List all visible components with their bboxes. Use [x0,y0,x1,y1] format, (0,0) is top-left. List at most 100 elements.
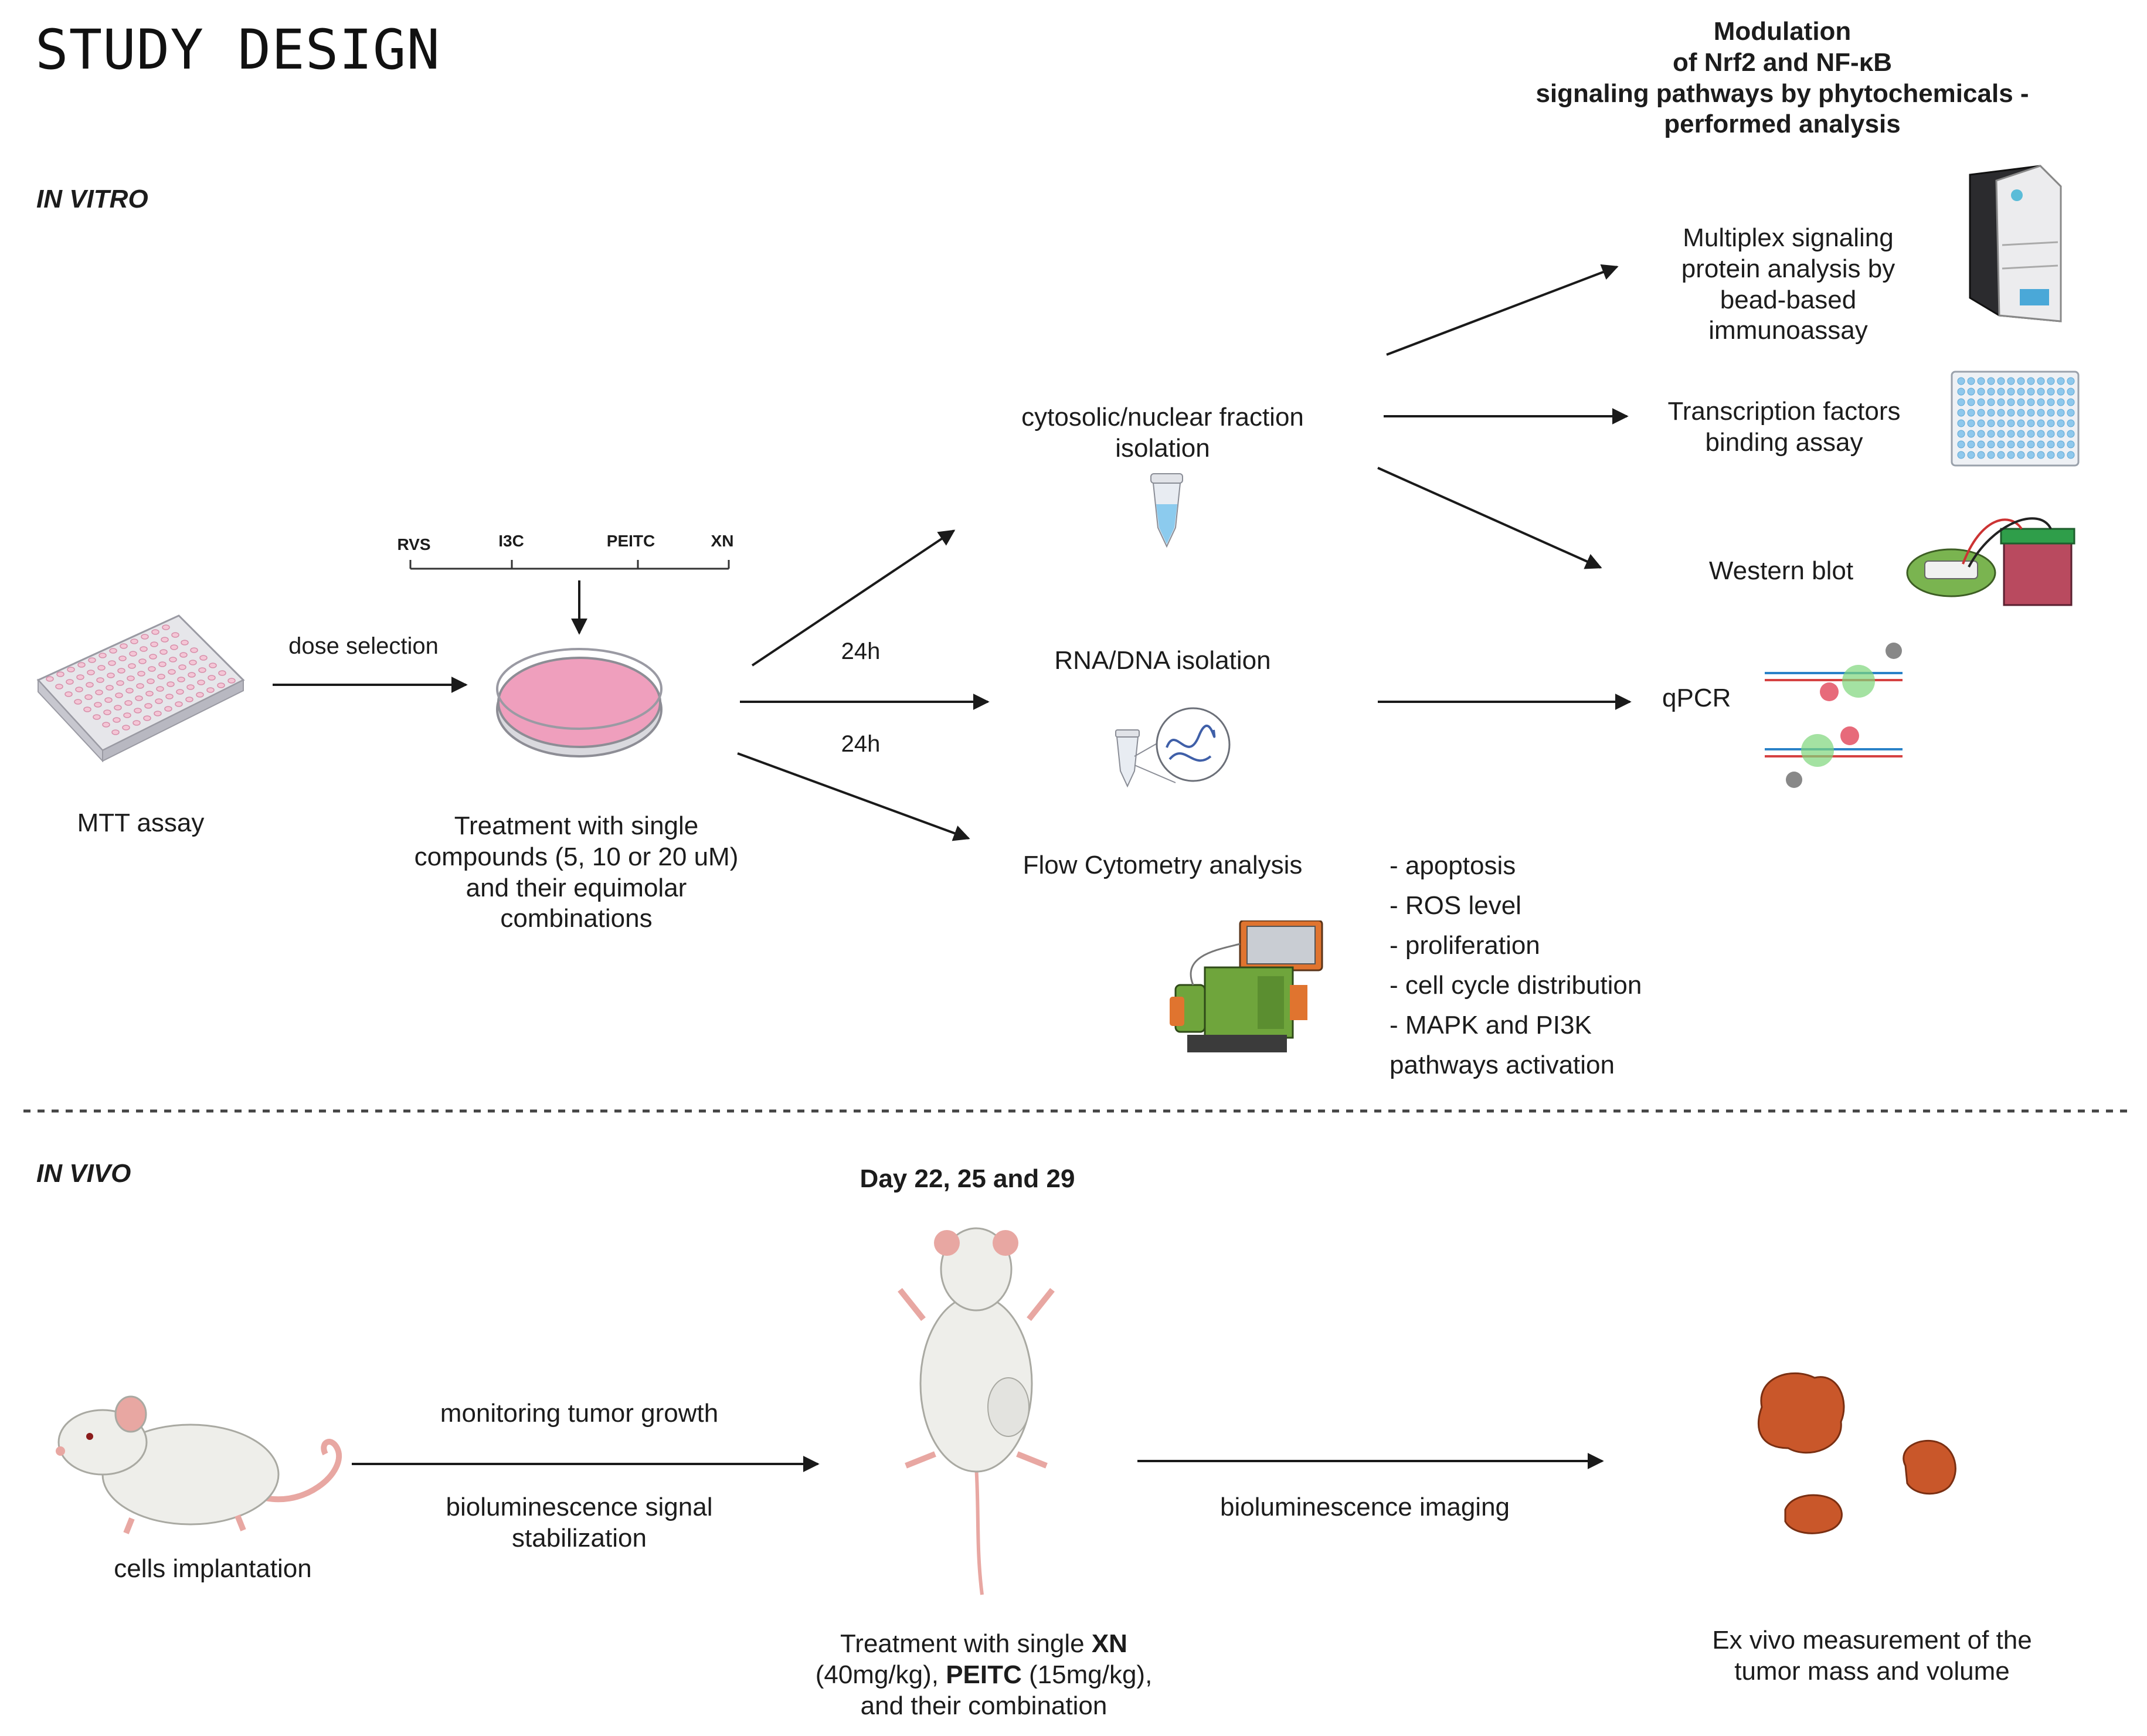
plate-well [2067,377,2075,385]
plate-well [2047,377,2055,385]
plate-well [2027,440,2035,449]
flow-readout-item: - apoptosis [1390,851,1516,880]
plate-well [120,643,128,649]
flow-cytometer-icon [1170,920,1323,1052]
plate-well [2007,377,2015,385]
stabilization-line: bioluminescence signal [446,1493,713,1521]
plate-well [206,687,215,693]
plate-well [2037,377,2045,385]
plate-well [2007,419,2015,427]
plate-well [1977,409,1985,417]
plate-well [2027,398,2035,406]
well-plate-icon [36,614,245,762]
plate-well [95,689,103,695]
plate-well [217,682,225,688]
plate-well [2037,440,2045,449]
plate-well [2027,419,2035,427]
plate-well [2037,451,2045,459]
plate-well [97,665,106,671]
fraction-line: cytosolic/nuclear fraction [1021,403,1304,432]
dna-isolation-icon [1115,707,1231,788]
plate-well [1977,398,1985,406]
plate-well [2067,430,2075,438]
time-label: 24h [841,731,881,757]
days-label: Day 22, 25 and 29 [860,1164,1075,1193]
qpcr-label: qPCR [1662,684,1731,712]
plate-well [2027,430,2035,438]
analysis-header-line: Modulation [1713,17,1852,46]
plate-well [134,708,142,714]
plate-well [122,725,130,731]
plate-well [2017,419,2025,427]
stabilization-line: stabilization [512,1523,647,1552]
compound-label: XN [711,532,734,550]
plate-well [168,669,176,675]
plate-well [113,717,121,723]
fraction-line: isolation [1115,433,1210,463]
plate-well [164,706,172,712]
plate-well [2037,409,2045,417]
diagram-title: STUDY DESIGN [35,18,441,82]
analysis-header: Modulation of Nrf2 and NF-κB signaling p… [1535,16,2029,140]
plate-well [2017,440,2025,449]
plate-well [1957,440,1965,449]
ex-vivo-label: Ex vivo measurement of the tumor mass an… [1712,1625,2032,1687]
transcription-line: binding assay [1705,427,1863,457]
plate-well [1987,451,1995,459]
arrow-to-multiplex [1386,264,1619,356]
section-in-vitro: IN VITRO [36,185,148,213]
plate-well [1957,430,1965,438]
dose-selection-label: dose selection [288,633,439,659]
plate-well [178,664,186,670]
plate-well [2037,388,2045,396]
plate-well [108,660,116,666]
plate-well [1977,430,1985,438]
plate-well [1987,430,1995,438]
western-blot-label: Western blot [1708,556,1854,585]
analysis-header-line: signaling pathways by phytochemicals - [1535,79,2029,108]
plate-well [1997,388,2005,396]
plate-well [1957,409,1965,417]
plate-well [144,703,152,709]
plate-well [2057,430,2065,438]
rna-dna-isolation-label: RNA/DNA isolation [1054,646,1271,675]
plate-well [169,657,177,663]
plate-well [176,689,184,695]
plate-well [145,691,154,697]
ex-vivo-line: tumor mass and volume [1734,1656,2010,1686]
plate-well [2007,398,2015,406]
plate-well [185,697,193,702]
plate-well [190,647,198,653]
plate-well [124,700,133,706]
plate-well [115,692,123,698]
plate-well [198,667,206,673]
plate-well [106,685,114,691]
plate-well [2007,430,2015,438]
plate-well [1967,388,1975,396]
transcription-line: Transcription factors [1667,397,1901,426]
plate-well [196,692,204,698]
plate-well [151,629,159,635]
plate-well [143,715,151,721]
plate-well [1997,377,2005,385]
analysis-header-line: performed analysis [1664,110,1901,139]
plate-well [1997,398,2005,406]
flow-readout-item: pathways activation [1390,1051,1615,1079]
plate-well [77,662,86,668]
in-vivo-treatment-label: Treatment with single XN (40mg/kg), PEIT… [816,1629,1153,1721]
plate-well [161,637,169,643]
plate-well [197,680,205,685]
plate-well [171,632,179,638]
plate-well [107,672,115,678]
imaging-label: bioluminescence imaging [1219,1493,1510,1521]
in-vivo-treatment-line: (40mg/kg), PEITC (15mg/kg), [815,1660,1153,1689]
plate-well [2017,377,2025,385]
analysis-header-line: of Nrf2 and NF-κB [1672,47,1893,77]
plate-well [2027,409,2035,417]
plate-well [1977,388,1985,396]
plate-well [181,640,189,646]
plate-well [1967,430,1975,438]
multiplex-line: Multiplex signaling [1683,223,1894,252]
plate-well [2017,409,2025,417]
multiplex-line: protein analysis by [1681,254,1895,283]
